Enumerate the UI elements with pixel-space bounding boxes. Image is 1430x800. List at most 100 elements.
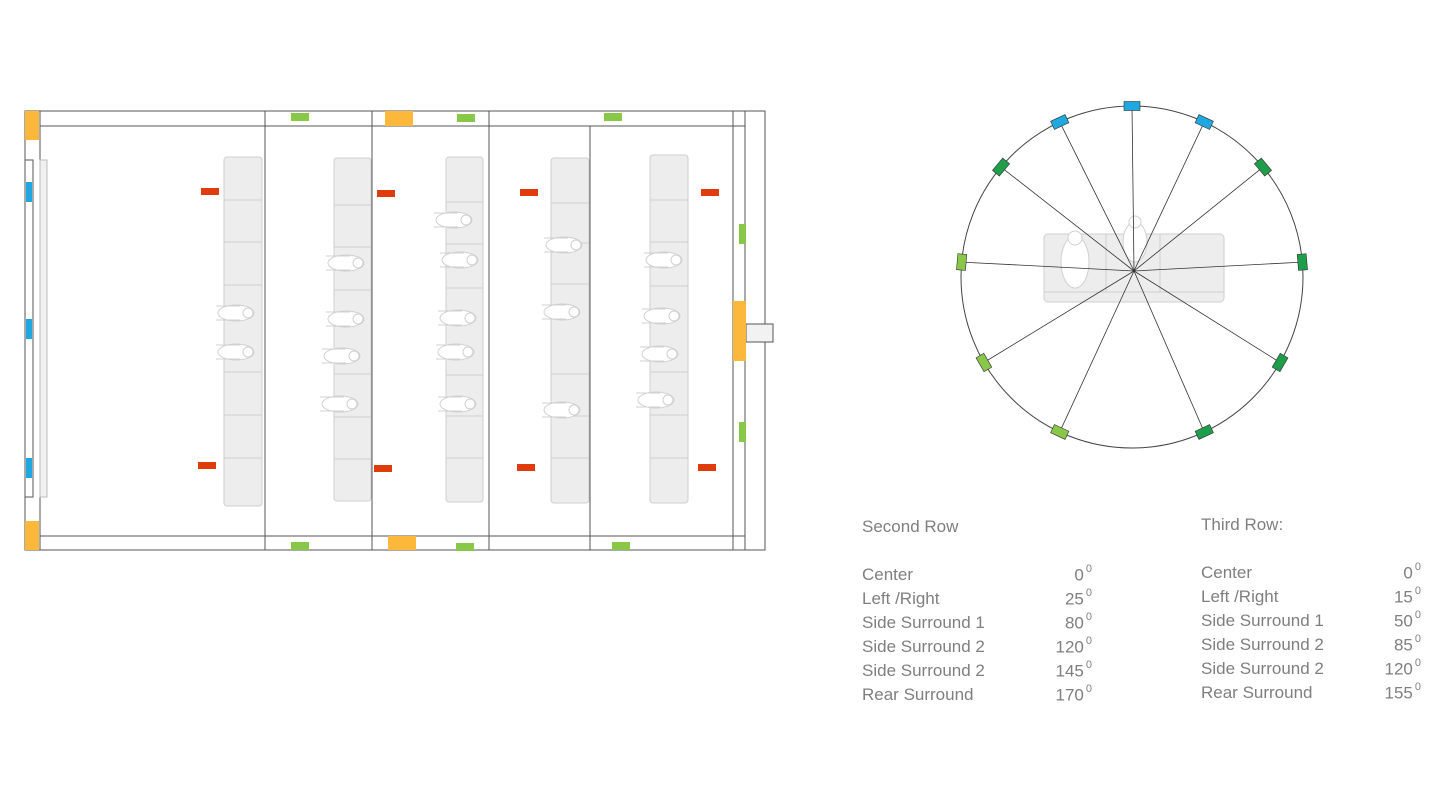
person-icon [436,343,475,361]
angle-label: Side Surround 2 [862,637,985,656]
person-icon [640,345,679,363]
angle-label: Side Surround 2 [862,661,985,680]
side-speaker [612,542,630,550]
side-speaker [457,114,475,122]
subwoofer-side-bottom [388,536,416,550]
angle-number: 0 [1074,565,1084,585]
side-speaker [291,113,309,121]
speaker-ray [961,261,1135,272]
speaker-ray [1133,270,1281,363]
listening-circle [956,101,1308,449]
person-icon [636,391,675,409]
person-icon [434,211,473,229]
angle-number: 80 [1064,613,1084,633]
speaker-ray [1133,166,1264,272]
angle-label: Rear Surround [1201,683,1313,702]
angle-label: Rear Surround [862,685,974,704]
degree-mark: 0 [1085,635,1092,647]
circle-speaker [991,157,1011,177]
person-icon [440,251,479,269]
circle-people [1060,215,1148,289]
seat-marker [198,462,216,469]
front-right-speaker [26,458,32,478]
seat-markers [198,188,719,472]
person-icon [438,309,477,327]
screen-surface [39,159,48,498]
angle-label: Side Surround 1 [862,613,985,632]
person-icon [322,347,361,365]
angle-number: 15 [1393,587,1413,607]
circle-speaker [1271,352,1289,373]
degree-mark: 0 [1085,563,1092,575]
degree-mark: 0 [1414,561,1421,573]
side-speaker [291,542,309,550]
degree-mark: 0 [1085,611,1092,623]
speaker-ray [983,270,1135,363]
angle-number: 0 [1403,563,1413,583]
person-icon [216,343,255,361]
circle-speaker [1123,101,1141,111]
seat-marker [698,464,716,471]
table-title: Third Row: [1201,515,1284,534]
projector [745,323,774,343]
seating [223,154,689,507]
seat-marker [201,188,219,195]
seat-marker [377,190,395,197]
degree-mark: 0 [1414,681,1421,693]
side-speaker [456,543,474,551]
seat-row-1 [223,156,263,507]
rear-speaker [739,422,746,442]
seat-row-3 [445,156,484,503]
person-icon [326,254,365,272]
degree-mark: 0 [1414,657,1421,669]
speaker-ray [1131,105,1135,272]
person-icon [542,401,581,419]
angle-label: Left /Right [1201,587,1279,606]
subwoofer-front-bottom [25,521,39,550]
angle-number: 85 [1393,635,1413,655]
angle-label: Left /Right [862,589,940,608]
degree-mark: 0 [1414,633,1421,645]
angle-label: Side Surround 2 [1201,659,1324,678]
speaker-ray [1059,121,1135,272]
people [216,211,683,419]
speaker-ray [1059,270,1135,433]
screen-frame [24,159,34,498]
angle-number: 50 [1393,611,1413,631]
speaker-rays [961,105,1303,433]
seat-marker [517,464,535,471]
circle-speaker [1050,424,1070,440]
person-icon [644,251,683,269]
speaker-ray [1133,121,1205,272]
angle-number: 170 [1055,685,1084,705]
seat-marker [701,189,719,196]
person-icon [542,303,581,321]
circle-speaker [1050,114,1070,130]
table-title: Second Row [862,517,959,536]
angle-number: 155 [1384,683,1413,703]
rear-speaker [739,224,746,244]
seat-row-2 [333,157,372,502]
person-icon [320,395,359,413]
circle-speaker [1253,157,1273,177]
circle-speaker [956,253,968,271]
angle-number: 120 [1384,659,1413,679]
side-speaker [604,113,622,121]
speaker-ray [1133,261,1303,272]
circle-speaker [1194,114,1214,130]
person-icon [438,395,477,413]
